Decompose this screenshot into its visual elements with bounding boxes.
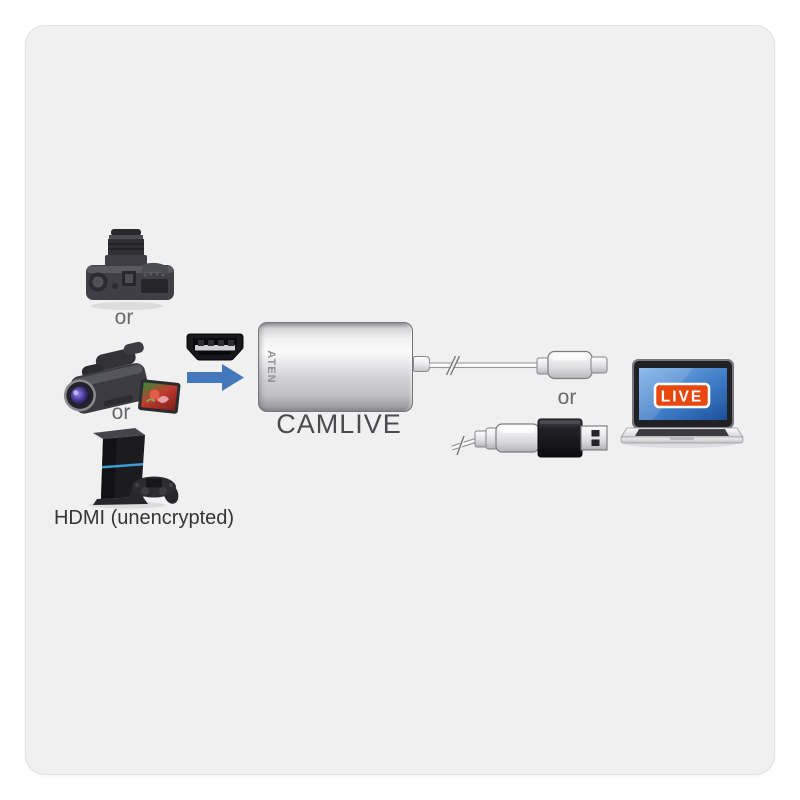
laptop-icon: LIVE [620, 359, 744, 448]
hdmi-connector-icon [186, 333, 244, 361]
hdmi-sources-label: HDMI (unencrypted) [53, 507, 235, 529]
or-label-camera-camcorder: or [114, 306, 134, 329]
right-arrow-icon [187, 364, 244, 391]
camlive-device: ATEN [258, 322, 413, 412]
dslr-camera-icon [86, 229, 174, 310]
game-controller [129, 476, 179, 504]
game-console-icon [89, 428, 179, 509]
camcorder-icon [63, 341, 181, 414]
aten-brand-logo: ATEN [265, 350, 277, 384]
live-badge [653, 382, 711, 409]
or-label-camcorder-console: or [111, 401, 131, 424]
usb-c-cable-icon [429, 350, 608, 380]
live-badge-text: LIVE [661, 389, 703, 406]
device-cable-stub [413, 356, 430, 372]
or-label-cables: or [557, 386, 577, 409]
usb-c-to-usb-a-adapter-icon [451, 418, 608, 458]
device-name-label: CAMLIVE [276, 409, 402, 439]
